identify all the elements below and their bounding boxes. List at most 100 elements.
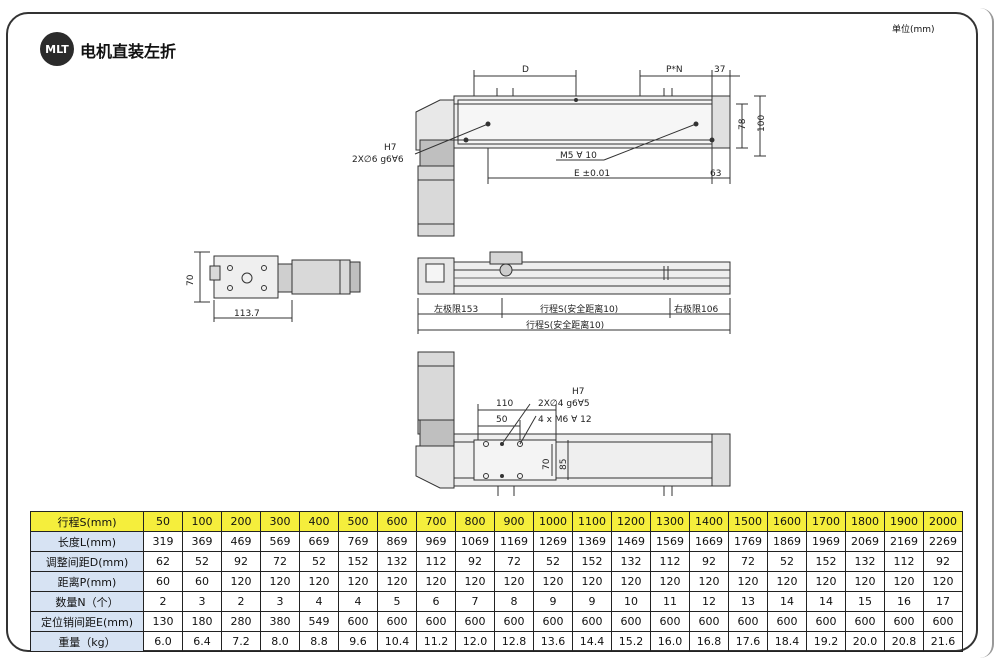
- table-cell: 3: [260, 591, 300, 612]
- table-cell: 8: [494, 591, 534, 612]
- table-cell: 4: [338, 591, 378, 612]
- table-cell: 60: [143, 571, 183, 592]
- top-m5-callout: M5 ∀ 10: [560, 151, 597, 161]
- table-cell: 11: [650, 591, 690, 612]
- front-right-limit: 右极限106: [674, 303, 718, 315]
- table-cell: 13: [728, 591, 768, 612]
- bottom-dim-70-label: 70: [542, 458, 552, 470]
- row-label: 距离P(mm): [30, 571, 144, 592]
- row-label: 定位销间距E(mm): [30, 611, 144, 632]
- table-cell: 600: [338, 611, 378, 632]
- table-cell: 600: [494, 611, 534, 632]
- table-cell: 132: [845, 551, 885, 572]
- table-cell: 15.2: [611, 631, 651, 652]
- bottom-carriage: [473, 439, 557, 481]
- header-cell: 700: [416, 511, 456, 532]
- table-cell: 600: [455, 611, 495, 632]
- header-cell: 900: [494, 511, 534, 532]
- row-label: 调整间距D(mm): [30, 551, 144, 572]
- bottom-dim-50-label: 50: [496, 415, 508, 425]
- table-cell: 13.6: [533, 631, 573, 652]
- bottom-m6-callout: 4 x M6 ∀ 12: [538, 415, 592, 425]
- header-cell: 100: [182, 511, 222, 532]
- table-cell: 120: [221, 571, 261, 592]
- table-cell: 120: [299, 571, 339, 592]
- table-cell: 12.8: [494, 631, 534, 652]
- header-cell: 1100: [572, 511, 612, 532]
- table-cell: 1769: [728, 531, 768, 552]
- table-cell: 20.0: [845, 631, 885, 652]
- table-cell: 112: [416, 551, 456, 572]
- dim-e-label: E ±0.01: [574, 169, 610, 179]
- top-end-cap: [711, 95, 731, 149]
- dim-37-label: 37: [714, 65, 725, 75]
- table-cell: 120: [689, 571, 729, 592]
- table-cell: 12: [689, 591, 729, 612]
- side-dim-113-label: 113.7: [234, 309, 260, 319]
- table-cell: 1469: [611, 531, 651, 552]
- table-cell: 600: [416, 611, 456, 632]
- table-cell: 600: [806, 611, 846, 632]
- table-cell: 9.6: [338, 631, 378, 652]
- table-cell: 6: [416, 591, 456, 612]
- table-cell: 120: [338, 571, 378, 592]
- table-cell: 130: [143, 611, 183, 632]
- top-view: [414, 70, 766, 237]
- header-cell: 1400: [689, 511, 729, 532]
- row-label: 数量N（个）: [30, 591, 144, 612]
- table-cell: 469: [221, 531, 261, 552]
- bottom-h7-label: H7: [572, 387, 585, 397]
- table-cell: 600: [923, 611, 963, 632]
- table-cell: 17: [923, 591, 963, 612]
- top-pin-callout: 2X∅6 g6∀6: [352, 155, 404, 165]
- table-cell: 6.4: [182, 631, 222, 652]
- table-cell: 120: [611, 571, 651, 592]
- table-cell: 180: [182, 611, 222, 632]
- header-cell: 400: [299, 511, 339, 532]
- table-cell: 380: [260, 611, 300, 632]
- dim-78-label: 78: [738, 118, 748, 130]
- table-cell: 11.2: [416, 631, 456, 652]
- table-cell: 1869: [767, 531, 807, 552]
- header-cell: 1000: [533, 511, 573, 532]
- header-cell: 1500: [728, 511, 768, 532]
- table-cell: 600: [650, 611, 690, 632]
- table-cell: 369: [182, 531, 222, 552]
- header-cell: 2000: [923, 511, 963, 532]
- bottom-dim-110-label: 110: [496, 399, 513, 409]
- table-cell: 120: [767, 571, 807, 592]
- table-cell: 12.0: [455, 631, 495, 652]
- table-cell: 3: [182, 591, 222, 612]
- table-cell: 14: [767, 591, 807, 612]
- table-cell: 120: [845, 571, 885, 592]
- bottom-bracket: [415, 445, 455, 489]
- table-cell: 2169: [884, 531, 924, 552]
- table-cell: 120: [377, 571, 417, 592]
- side-motor: [291, 259, 351, 295]
- table-cell: 8.8: [299, 631, 339, 652]
- header-cell: 500: [338, 511, 378, 532]
- unit-label: 单位(mm): [892, 25, 935, 35]
- table-cell: 17.6: [728, 631, 768, 652]
- table-cell: 120: [884, 571, 924, 592]
- front-left-limit: 左极限153: [434, 303, 478, 315]
- table-cell: 869: [377, 531, 417, 552]
- header-cell: 1300: [650, 511, 690, 532]
- table-cell: 6.0: [143, 631, 183, 652]
- table-cell: 60: [182, 571, 222, 592]
- table-cell: 600: [377, 611, 417, 632]
- table-cell: 132: [611, 551, 651, 572]
- table-cell: 7: [455, 591, 495, 612]
- header-cell: 1700: [806, 511, 846, 532]
- bottom-view: [415, 351, 731, 496]
- side-view: [194, 251, 361, 322]
- table-cell: 8.0: [260, 631, 300, 652]
- table-cell: 132: [377, 551, 417, 572]
- table-cell: 9: [572, 591, 612, 612]
- table-cell: 120: [494, 571, 534, 592]
- table-cell: 600: [845, 611, 885, 632]
